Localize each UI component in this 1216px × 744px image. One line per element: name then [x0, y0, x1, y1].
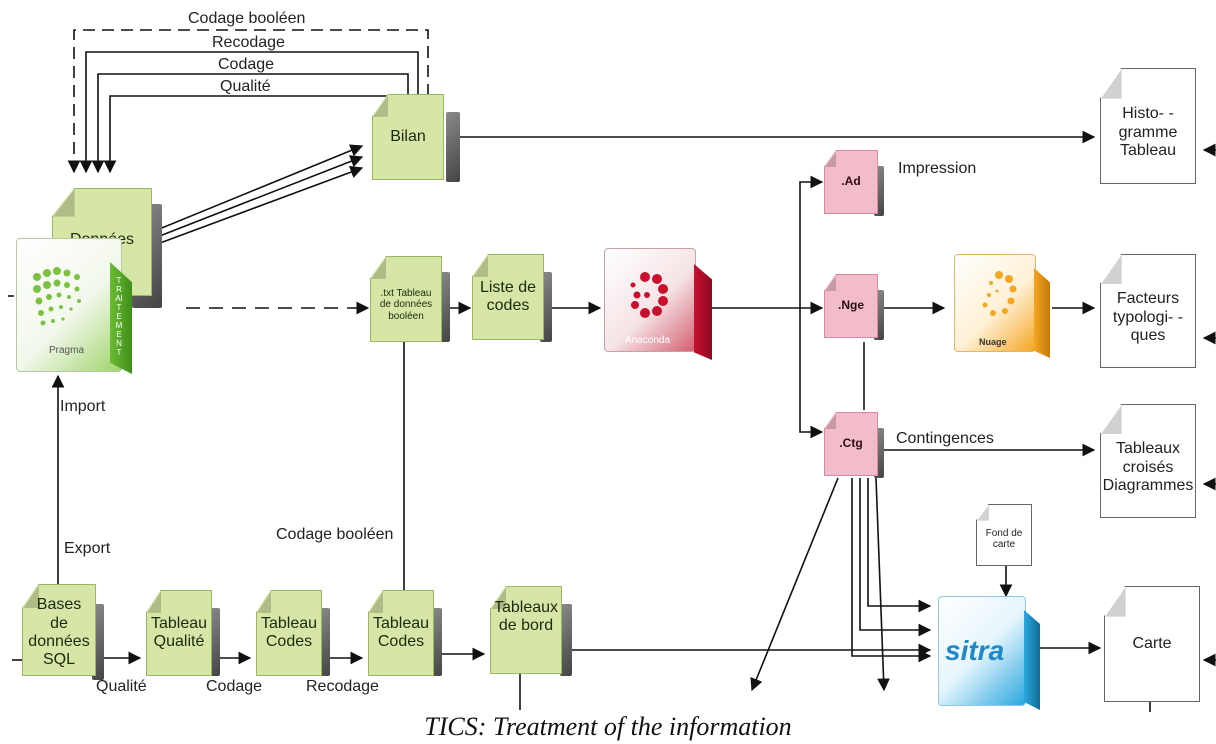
label-qualite-top: Qualité: [220, 78, 271, 95]
pragma-label: Pragma: [49, 345, 85, 356]
label-qualite-bottom: Qualité: [96, 678, 147, 695]
tableau-codes-1-doc: Tableau Codes: [256, 590, 322, 676]
sitra-side: [1024, 610, 1040, 710]
ad-label: .Ad: [841, 174, 861, 189]
label-contingences: Contingences: [896, 430, 994, 447]
nuage-logo-icon: [982, 271, 1017, 316]
anaconda-app: Anaconda: [604, 248, 696, 352]
tableaux-bord-label: Tableaux de bord: [494, 598, 559, 634]
tableaux-bord-doc: Tableaux de bord: [490, 586, 562, 674]
tableau-codes-1-label: Tableau Codes: [260, 614, 318, 650]
tableau-qualite-label: Tableau Qualité: [150, 614, 208, 650]
label-codage-booleen-top: Codage booléen: [188, 10, 306, 27]
anaconda-logo-icon: [630, 272, 668, 318]
anaconda-label: Anaconda: [625, 335, 671, 346]
label-import: Import: [60, 398, 106, 415]
histogramme-label: Histo- -gramme Tableau: [1118, 105, 1178, 160]
pragma-app: Pragma: [16, 238, 122, 372]
nuage-label: Nuage: [979, 337, 1007, 347]
bilan-shadow: [446, 112, 460, 182]
bilan-label: Bilan: [390, 127, 426, 145]
tableau-qualite-doc: Tableau Qualité: [146, 590, 212, 676]
bilan-doc: Bilan: [372, 94, 444, 180]
label-export: Export: [64, 540, 111, 557]
bases-sql-doc: Bases de données SQL: [22, 584, 96, 676]
sitra-label: sitra: [945, 635, 1005, 666]
label-recodage-bottom: Recodage: [306, 678, 379, 695]
facteurs-doc: Facteurs typologi- -ques: [1100, 254, 1196, 368]
label-codage-bottom: Codage: [206, 678, 263, 695]
ad-doc: .Ad: [824, 150, 878, 214]
tableaux-croises-doc: Tableaux croisés Diagrammes: [1100, 404, 1196, 518]
fond-carte-label: Fond de carte: [985, 527, 1023, 551]
anaconda-side: [694, 264, 712, 360]
label-codage-top: Codage: [218, 56, 275, 73]
bord-shadow: [560, 604, 572, 676]
histogramme-doc: Histo- -gramme Tableau: [1100, 68, 1196, 184]
txt-tableau-label: .txt Tableau de données booléen: [379, 287, 433, 322]
caption: TICS: Treatment of the information: [424, 712, 792, 741]
nuage-app: Nuage: [954, 254, 1036, 352]
nge-doc: .Nge: [824, 274, 878, 338]
tableau-codes-2-label: Tableau Codes: [372, 614, 430, 650]
nge-shadow: [874, 290, 884, 340]
fond-carte-doc: Fond de carte: [976, 504, 1032, 566]
tableau-codes-2-doc: Tableau Codes: [368, 590, 434, 676]
pragma-side: [110, 262, 132, 374]
liste-codes-label: Liste de codes: [479, 278, 537, 314]
pragma-logo-icon: [33, 267, 81, 326]
liste-codes-doc: Liste de codes: [472, 254, 544, 340]
facteurs-label: Facteurs typologi- -ques: [1112, 290, 1184, 345]
ctg-doc: .Ctg: [824, 412, 878, 476]
txt-tableau-doc: .txt Tableau de données booléen: [370, 256, 442, 342]
ctg-label: .Ctg: [839, 436, 863, 451]
carte-label: Carte: [1132, 634, 1172, 652]
nuage-side: [1034, 268, 1050, 358]
ad-shadow: [874, 166, 884, 216]
label-codage-booleen-mid: Codage booléen: [276, 526, 394, 543]
nge-label: .Nge: [837, 298, 864, 313]
pragma-side-label: TRAITEMENT: [115, 276, 123, 357]
label-impression: Impression: [898, 160, 977, 177]
carte-doc: Carte: [1104, 586, 1200, 702]
sitra-app: sitra: [938, 596, 1026, 706]
bases-sql-label: Bases de données SQL: [28, 596, 90, 669]
tableaux-croises-label: Tableaux croisés Diagrammes: [1102, 440, 1194, 495]
label-recodage-top: Recodage: [212, 34, 285, 51]
ctg-shadow: [874, 428, 884, 478]
